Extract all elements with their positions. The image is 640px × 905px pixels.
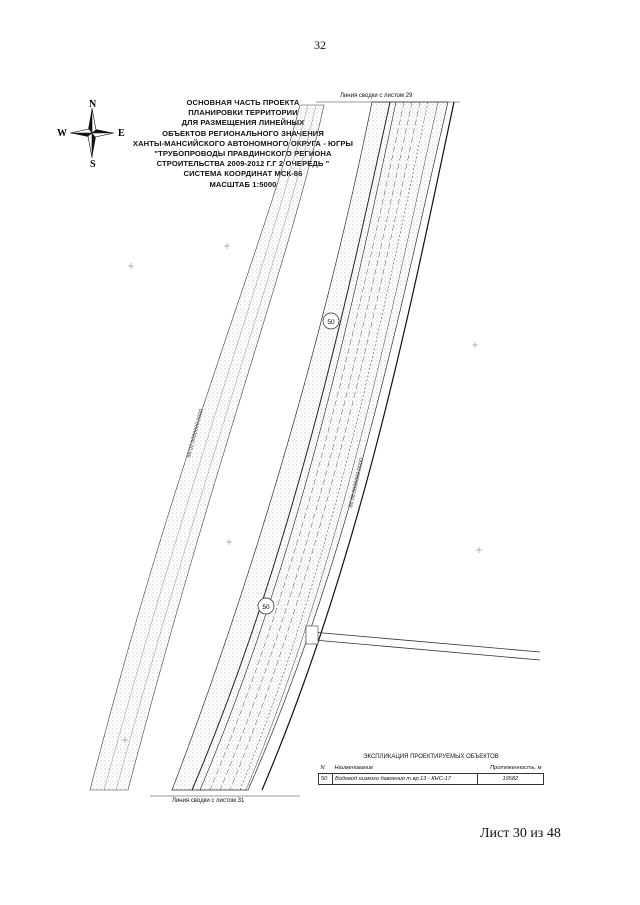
title-line: ПЛАНИРОВКИ ТЕРРИТОРИИ: [188, 108, 298, 118]
sheet-footer: Лист 30 из 48: [480, 826, 561, 841]
object-label: 50: [262, 604, 270, 611]
title-line: ДЛЯ РАЗМЕЩЕНИЯ ЛИНЕЙНЫХ: [181, 118, 305, 128]
cell-length: 19582: [476, 773, 545, 785]
title-line: ОБЪЕКТОВ РЕГИОНАЛЬНОГО ЗНАЧЕНИЯ: [162, 128, 324, 138]
explication-title: ЭКСПЛИКАЦИЯ ПРОЕКТИРУЕМЫХ ОБЪЕКТОВ: [363, 754, 499, 760]
top-sheet-ref: Линия сводки с листом 29: [340, 93, 413, 99]
left-corridor-strip: [89, 104, 325, 791]
branch-line: [311, 631, 541, 653]
title-line: ОСНОВНАЯ ЧАСТЬ ПРОЕКТА: [186, 98, 300, 107]
title-line: ХАНТЫ-МАНСИЙСКОГО АВТОНОМНОГО ОКРУГА - Ю…: [132, 138, 354, 148]
compass-w: W: [57, 128, 67, 139]
compass-s: S: [90, 159, 96, 168]
title-line: СИСТЕМА КООРДИНАТ МСК-86: [183, 169, 303, 179]
table-row: 50 Водовод низкого давления т.вр.13 - КН…: [318, 773, 545, 785]
map-title-block: ОСНОВНАЯ ЧАСТЬ ПРОЕКТА ПЛАНИРОВКИ ТЕРРИТ…: [118, 98, 368, 190]
object-label-bubble: 50: [257, 597, 275, 615]
cell-n: 50: [318, 773, 333, 785]
header-name: Наименование: [332, 763, 478, 774]
main-corridor: [171, 101, 449, 791]
compass-e: E: [118, 128, 125, 139]
header-n: N: [318, 763, 333, 774]
title-line: "ТРУБОПРОВОДЫ ПРАВДИНСКОГО РЕГИОНА: [154, 149, 332, 159]
grid-marks: [122, 243, 482, 743]
compass-rose-icon: N S W E: [57, 99, 125, 168]
title-line: МАСШТАБ 1:5000: [209, 179, 277, 189]
compass-n: N: [89, 99, 97, 110]
right-boundary-line: [261, 101, 455, 791]
header-length: Протяженность, м: [477, 763, 544, 774]
cell-name: Водовод низкого давления т.вр.13 - КНС-1…: [332, 773, 478, 785]
page-number: 32: [314, 38, 326, 52]
title-line: СТРОИТЕЛЬСТВА 2009-2012 Г.Г 2 ОЧЕРЕДЬ ": [156, 159, 330, 169]
bottom-sheet-ref: Линия сводки с листом 31: [172, 798, 245, 804]
map-drawing: 86:02:0000000:0000 86:08:0000000:0000 50…: [89, 101, 541, 797]
object-label-bubble: 50: [322, 312, 340, 330]
object-label: 50: [327, 319, 335, 326]
explication-table: ЭКСПЛИКАЦИЯ ПРОЕКТИРУЕМЫХ ОБЪЕКТОВ N Наи…: [318, 754, 545, 785]
